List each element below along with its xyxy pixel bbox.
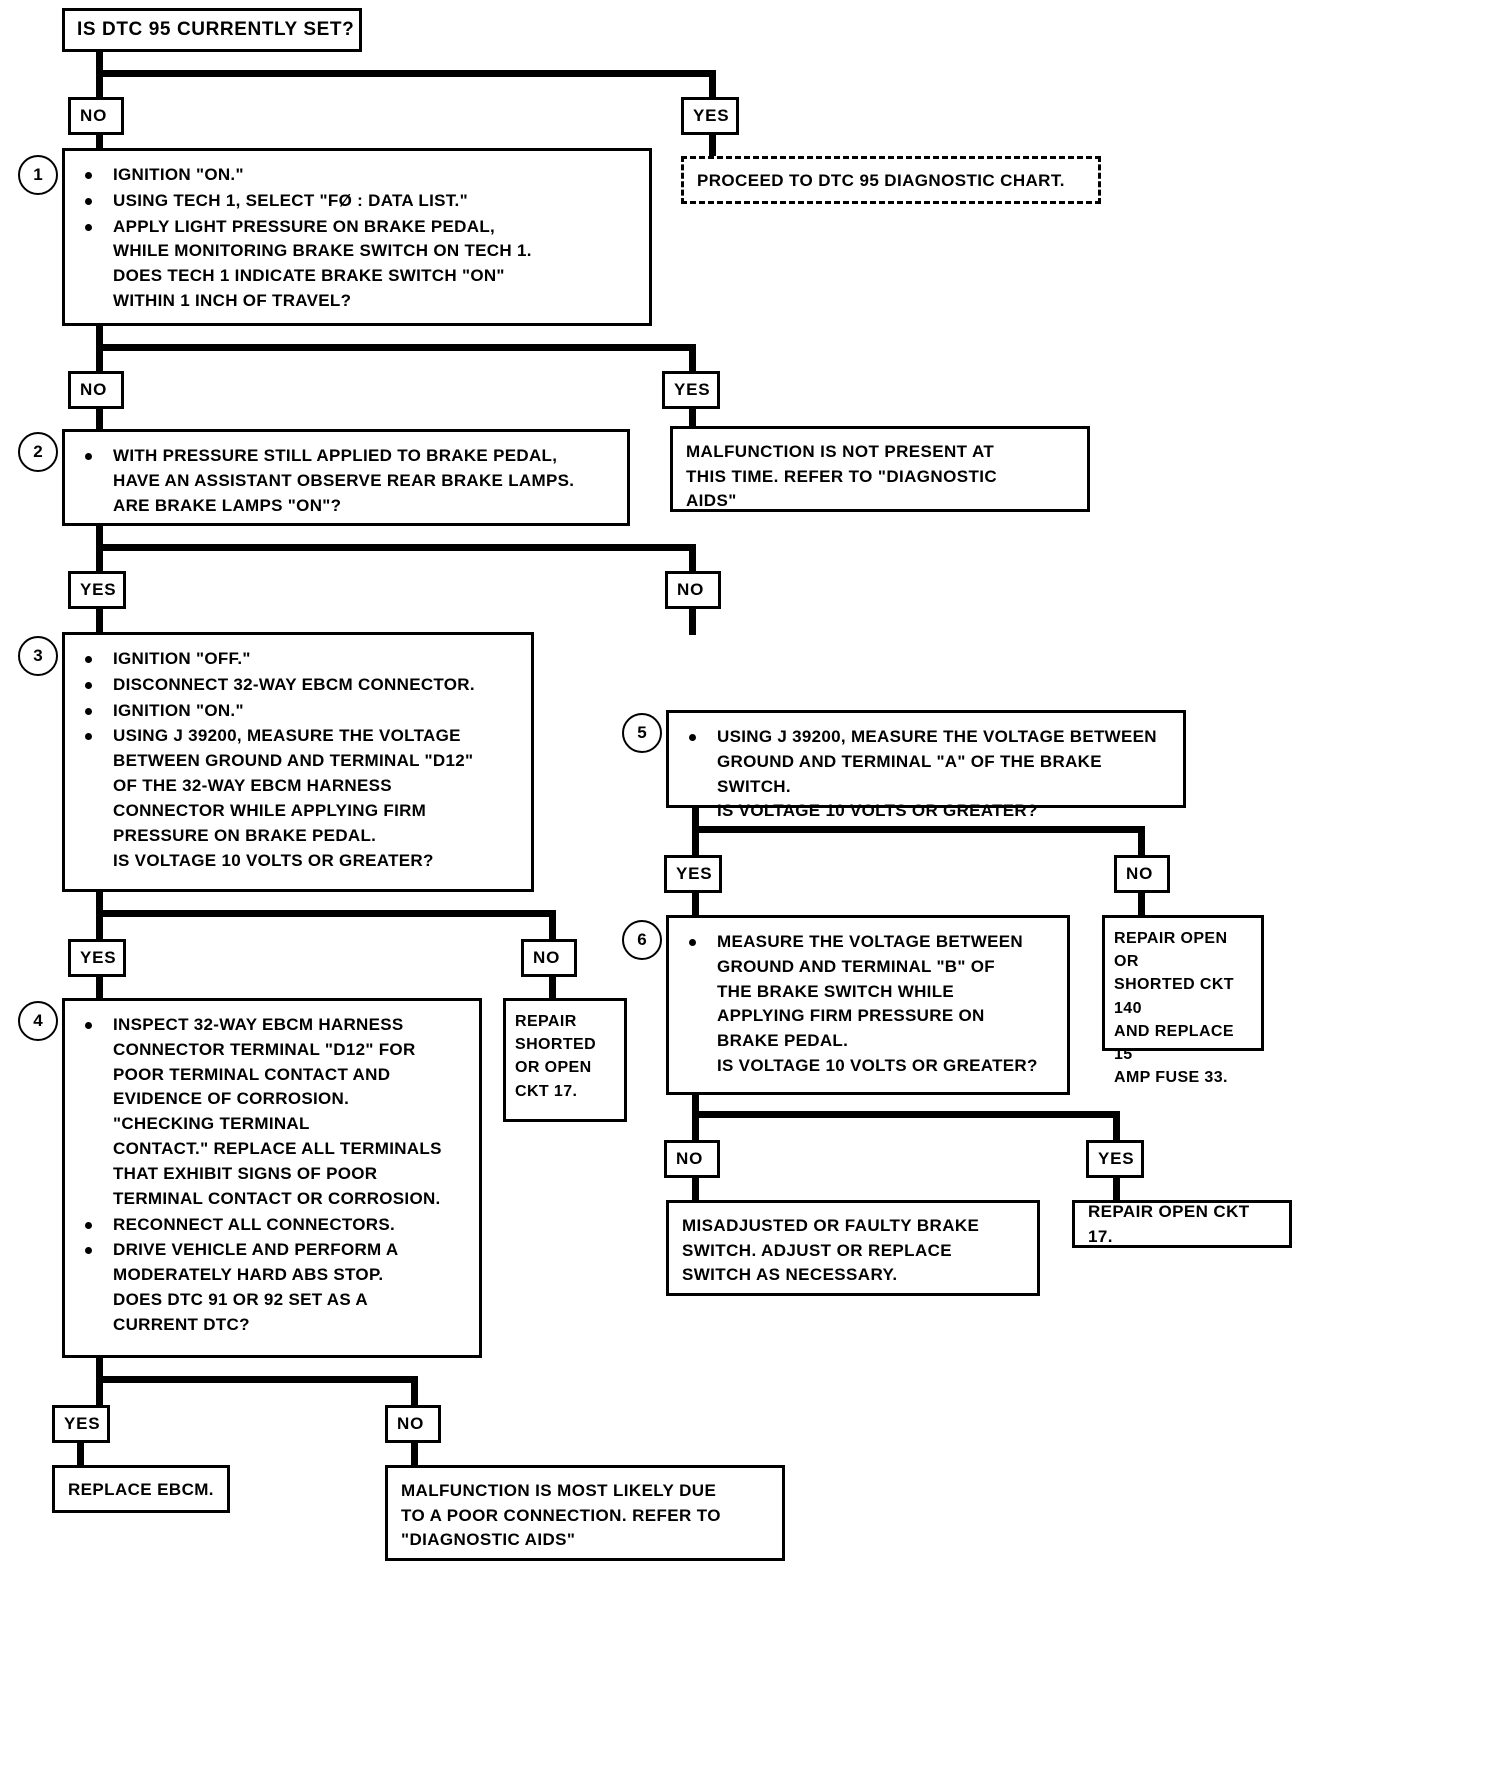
step-number-5: 5 [622, 713, 662, 753]
step-3-box: IGNITION "OFF." DISCONNECT 32-WAY EBCM C… [62, 632, 534, 892]
step-number-6: 6 [622, 920, 662, 960]
connector-yes1-down [709, 135, 716, 157]
connector-title-left-down [96, 70, 103, 98]
step-4-bullet-3: DRIVE VEHICLE AND PERFORM A MODERATELY H… [79, 1238, 469, 1337]
connector-yes2-down [689, 409, 696, 427]
malfunction-not-present-box: MALFUNCTION IS NOT PRESENT AT THIS TIME.… [670, 426, 1090, 512]
label-yes-q4: YES [68, 939, 126, 977]
connector-yes6-down [1113, 1178, 1120, 1202]
step-3-bullet-1: IGNITION "OFF." [79, 647, 521, 672]
connector-step4-down [96, 1358, 103, 1382]
connector-step1-left-down [96, 344, 103, 372]
step-4-bullet-2: RECONNECT ALL CONNECTORS. [79, 1213, 469, 1238]
repair-shorted-open-ckt17-box: REPAIR SHORTED OR OPEN CKT 17. [503, 998, 627, 1122]
connector-no4-down [549, 977, 556, 999]
step-5-bullet-1: USING J 39200, MEASURE THE VOLTAGE BETWE… [683, 725, 1173, 824]
connector-step2-right-down [689, 544, 696, 574]
label-yes-q3: YES [68, 571, 126, 609]
label-yes-q5: YES [664, 855, 722, 893]
step-2-bullet-1: WITH PRESSURE STILL APPLIED TO BRAKE PED… [79, 444, 617, 518]
connector-step5-right-down [1138, 826, 1145, 858]
step-3-bullet-4: USING J 39200, MEASURE THE VOLTAGE BETWE… [79, 724, 521, 873]
connector-step6-bus [692, 1111, 1120, 1118]
connector-no2-down [96, 409, 103, 431]
connector-step5-bus [692, 826, 1145, 833]
connector-step4-right-down [411, 1376, 418, 1408]
step-1-bullet-1: IGNITION "ON." [79, 163, 639, 188]
connector-step3-bus [96, 910, 556, 917]
step-3-bullet-2: DISCONNECT 32-WAY EBCM CONNECTOR. [79, 673, 521, 698]
connector-step3-left-down [96, 910, 103, 940]
connector-step1-bus [96, 344, 696, 351]
connector-step1-down [96, 326, 103, 350]
label-no-q1: NO [68, 97, 124, 135]
repair-ckt140-box: REPAIR OPEN OR SHORTED CKT 140 AND REPLA… [1102, 915, 1264, 1086]
connector-no5-down [1138, 893, 1145, 915]
connector-yes5-down [692, 893, 699, 915]
label-no-q4: NO [521, 939, 577, 977]
connector-no6-down [692, 1178, 699, 1202]
connector-title-down [96, 52, 103, 76]
label-no-q6: NO [664, 1140, 720, 1178]
step-3-bullet-3: IGNITION "ON." [79, 699, 521, 724]
connector-step6-right-down [1113, 1111, 1120, 1143]
step-number-4: 4 [18, 1001, 58, 1041]
step-1-bullet-2: USING TECH 1, SELECT "FØ : DATA LIST." [79, 189, 639, 214]
connector-yes4-down [96, 977, 103, 999]
misadjusted-switch-box: MISADJUSTED OR FAULTY BRAKE SWITCH. ADJU… [666, 1200, 1040, 1296]
connector-yes7-down [77, 1443, 84, 1467]
repair-open-ckt17-box: REPAIR OPEN CKT 17. [1072, 1200, 1292, 1248]
replace-ebcm-box: REPLACE EBCM. [52, 1465, 230, 1513]
step-4-box: INSPECT 32-WAY EBCM HARNESS CONNECTOR TE… [62, 998, 482, 1358]
title-box: IS DTC 95 CURRENTLY SET? [62, 8, 362, 52]
label-no-q7: NO [385, 1405, 441, 1443]
label-yes-q7: YES [52, 1405, 110, 1443]
connector-step3-down [96, 892, 103, 916]
connector-step4-bus [96, 1376, 418, 1383]
step-number-3: 3 [18, 636, 58, 676]
step-2-box: WITH PRESSURE STILL APPLIED TO BRAKE PED… [62, 429, 630, 526]
connector-step6-down [692, 1095, 699, 1117]
label-no-q2: NO [68, 371, 124, 409]
step-1-box: IGNITION "ON." USING TECH 1, SELECT "FØ … [62, 148, 652, 326]
connector-step1-right-down [689, 344, 696, 374]
connector-step2-bus [96, 544, 696, 551]
step-number-2: 2 [18, 432, 58, 472]
step-5-box: USING J 39200, MEASURE THE VOLTAGE BETWE… [666, 710, 1186, 820]
step-6-box: MEASURE THE VOLTAGE BETWEEN GROUND AND T… [666, 915, 1070, 1095]
label-no-q5: NO [1114, 855, 1170, 893]
connector-step6-left-down [692, 1111, 699, 1141]
connector-title-bus [96, 70, 716, 77]
step-number-1: 1 [18, 155, 58, 195]
connector-step2-down [96, 526, 103, 550]
connector-no3-down [689, 609, 696, 635]
connector-step2-left-down [96, 544, 103, 572]
connector-step5-left-down [692, 826, 699, 856]
label-yes-q2: YES [662, 371, 720, 409]
label-yes-q1: YES [681, 97, 739, 135]
connector-yes3-down [96, 609, 103, 633]
connector-step3-right-down [549, 910, 556, 942]
proceed-dtc95-note: PROCEED TO DTC 95 DIAGNOSTIC CHART. [681, 156, 1101, 204]
connector-step5-down [692, 808, 699, 832]
connector-title-right-down [709, 70, 716, 100]
step-4-bullet-1: INSPECT 32-WAY EBCM HARNESS CONNECTOR TE… [79, 1013, 469, 1212]
connector-step4-left-down [96, 1376, 103, 1406]
poor-connection-box: MALFUNCTION IS MOST LIKELY DUE TO A POOR… [385, 1465, 785, 1561]
step-6-bullet-1: MEASURE THE VOLTAGE BETWEEN GROUND AND T… [683, 930, 1057, 1079]
label-no-q3: NO [665, 571, 721, 609]
connector-no7-down [411, 1443, 418, 1467]
step-1-bullet-3: APPLY LIGHT PRESSURE ON BRAKE PEDAL, WHI… [79, 215, 639, 314]
label-yes-q6: YES [1086, 1140, 1144, 1178]
connector-no1-down [96, 135, 103, 151]
